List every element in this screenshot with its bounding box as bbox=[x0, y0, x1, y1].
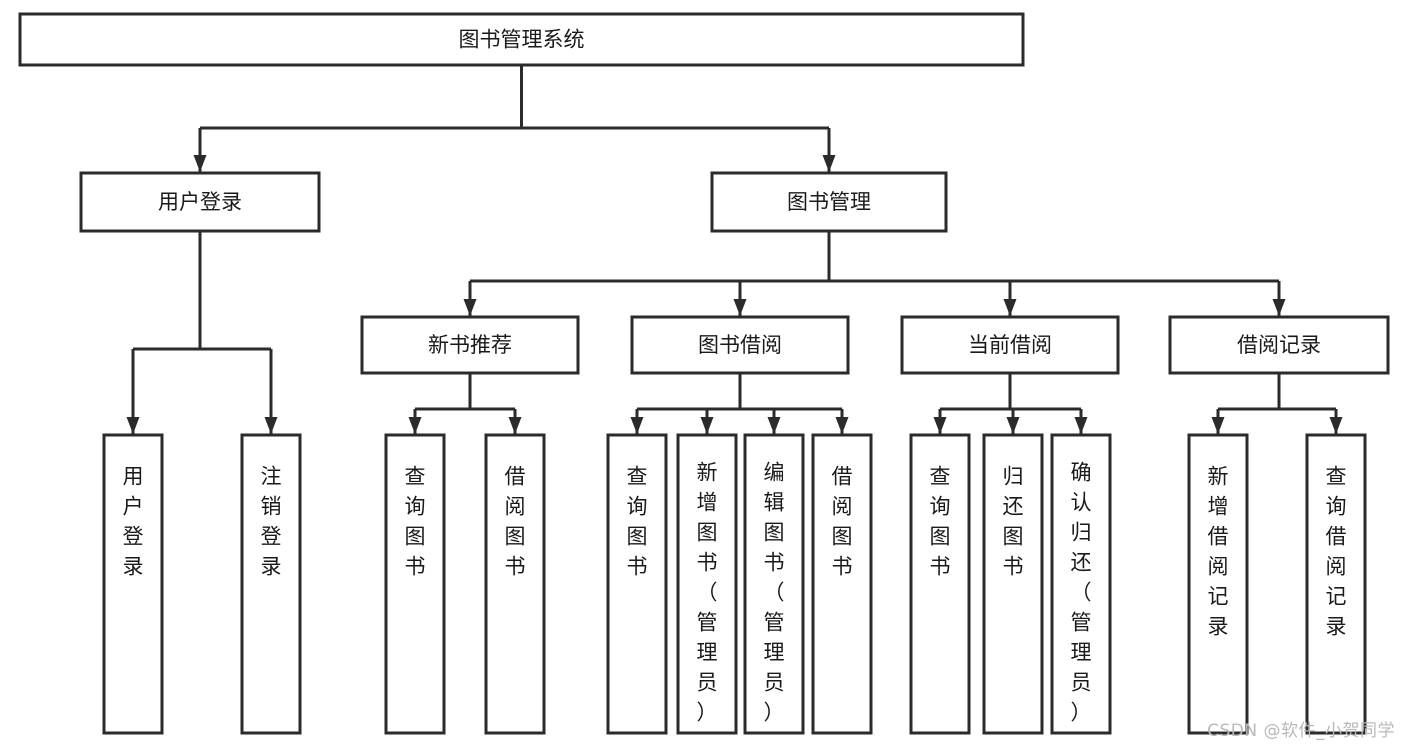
node-label: 查询图书 bbox=[930, 465, 951, 579]
node-box[interactable] bbox=[676, 433, 738, 735]
node-box[interactable] bbox=[79, 171, 321, 233]
node-label: 查询借阅记录 bbox=[1326, 465, 1347, 639]
node-label: 图书管理系统 bbox=[459, 28, 585, 52]
edge-group-node bbox=[933, 373, 1088, 434]
node-label: 新增借阅记录 bbox=[1208, 465, 1229, 639]
node-n-new-book[interactable]: 新书推荐 bbox=[360, 315, 580, 375]
node-l-cb-return[interactable]: 归还图书 bbox=[982, 433, 1044, 735]
node-l-user-login[interactable]: 用户登录 bbox=[102, 433, 164, 735]
node-box[interactable] bbox=[1168, 315, 1390, 375]
node-box[interactable] bbox=[18, 12, 1025, 67]
node-label: 归还图书 bbox=[1003, 465, 1024, 579]
node-label: 用户登录 bbox=[123, 465, 144, 579]
node-box[interactable] bbox=[1305, 433, 1367, 735]
node-n-borrow-rec[interactable]: 借阅记录 bbox=[1168, 315, 1390, 375]
node-label: 查询图书 bbox=[405, 465, 426, 579]
edge-group-node bbox=[193, 65, 836, 172]
edge-group-node bbox=[463, 231, 1286, 316]
node-l-logout[interactable]: 注销登录 bbox=[240, 433, 302, 735]
node-label: 当前借阅 bbox=[968, 333, 1052, 357]
edge-group-node bbox=[1211, 373, 1343, 434]
node-box[interactable] bbox=[1187, 433, 1249, 735]
node-l-nb-query[interactable]: 查询图书 bbox=[384, 433, 446, 735]
node-box[interactable] bbox=[484, 433, 546, 735]
node-root[interactable]: 图书管理系统 bbox=[18, 12, 1025, 67]
node-label: 借阅记录 bbox=[1237, 333, 1321, 357]
node-box[interactable] bbox=[710, 171, 948, 233]
node-box[interactable] bbox=[606, 433, 668, 735]
nodes-layer: 图书管理系统用户登录图书管理新书推荐图书借阅当前借阅借阅记录用户登录注销登录查询… bbox=[18, 12, 1390, 735]
watermark-label: CSDN @软件_小贺同学 bbox=[1207, 721, 1395, 741]
node-l-bb-add[interactable]: 新增图书（管理员） bbox=[676, 433, 738, 735]
node-n-book-borrow[interactable]: 图书借阅 bbox=[630, 315, 850, 375]
node-label: 注销登录 bbox=[261, 465, 282, 579]
node-box[interactable] bbox=[384, 433, 446, 735]
node-box[interactable] bbox=[240, 433, 302, 735]
node-n-cur-borrow[interactable]: 当前借阅 bbox=[900, 315, 1120, 375]
node-l-bb-borrow[interactable]: 借阅图书 bbox=[811, 433, 873, 735]
node-box[interactable] bbox=[982, 433, 1044, 735]
node-label: 确认归还（管理员） bbox=[1071, 461, 1092, 725]
node-label: 图书借阅 bbox=[698, 333, 782, 357]
node-n-user-login[interactable]: 用户登录 bbox=[79, 171, 321, 233]
node-box[interactable] bbox=[102, 433, 164, 735]
node-label: 新增图书（管理员） bbox=[697, 461, 718, 725]
node-l-bb-query[interactable]: 查询图书 bbox=[606, 433, 668, 735]
node-label: 借阅图书 bbox=[505, 465, 526, 579]
node-box[interactable] bbox=[811, 433, 873, 735]
node-box[interactable] bbox=[743, 433, 805, 735]
node-label: 新书推荐 bbox=[428, 333, 512, 357]
node-l-bb-edit[interactable]: 编辑图书（管理员） bbox=[743, 433, 805, 735]
node-box[interactable] bbox=[630, 315, 850, 375]
edges-layer bbox=[126, 65, 1343, 434]
node-label: 编辑图书（管理员） bbox=[764, 461, 785, 725]
node-label: 借阅图书 bbox=[832, 465, 853, 579]
node-box[interactable] bbox=[360, 315, 580, 375]
node-l-nb-borrow[interactable]: 借阅图书 bbox=[484, 433, 546, 735]
node-l-cb-query[interactable]: 查询图书 bbox=[909, 433, 971, 735]
node-box[interactable] bbox=[909, 433, 971, 735]
node-l-br-add[interactable]: 新增借阅记录 bbox=[1187, 433, 1249, 735]
edge-group-node bbox=[408, 373, 522, 434]
edge-group-node bbox=[126, 231, 278, 434]
node-box[interactable] bbox=[1050, 433, 1112, 735]
node-label: 用户登录 bbox=[158, 190, 242, 214]
node-l-cb-confirm[interactable]: 确认归还（管理员） bbox=[1050, 433, 1112, 735]
node-box[interactable] bbox=[900, 315, 1120, 375]
edge-group-node bbox=[630, 373, 849, 434]
node-n-book-manage[interactable]: 图书管理 bbox=[710, 171, 948, 233]
node-label: 查询图书 bbox=[627, 465, 648, 579]
node-label: 图书管理 bbox=[787, 190, 871, 214]
node-l-br-query[interactable]: 查询借阅记录 bbox=[1305, 433, 1367, 735]
